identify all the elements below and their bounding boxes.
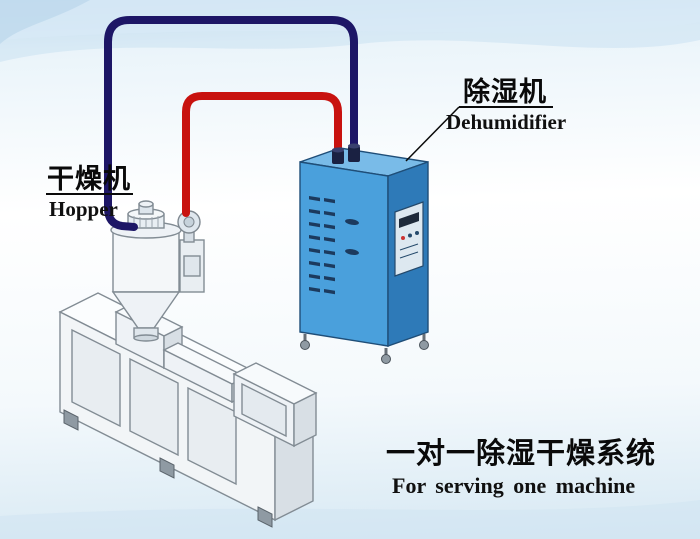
machine-door-panel-2 xyxy=(129,357,179,457)
corner-streak xyxy=(0,0,90,44)
hopper-body xyxy=(112,231,180,293)
red-hose-connector-top xyxy=(332,147,344,153)
control-display xyxy=(399,212,419,228)
control-button-2 xyxy=(415,231,419,235)
blower-fan-hub xyxy=(183,216,195,228)
blue-hose-connector xyxy=(348,146,360,162)
hopper-heater-panel xyxy=(183,255,201,277)
control-panel xyxy=(394,201,424,277)
dehumidifier-label-group: 除湿机 Dehumidifier xyxy=(405,76,566,162)
dehumidifier-unit xyxy=(299,143,429,364)
caster-wheel-2 xyxy=(381,354,391,364)
machine-door-panel-1 xyxy=(71,328,121,428)
control-line-2 xyxy=(399,251,419,259)
dehumidifier-label-en: Dehumidifier xyxy=(446,110,566,134)
machine-foot-1 xyxy=(63,409,79,431)
hopper-label-zh: 干燥机 xyxy=(47,164,131,194)
control-button-1 xyxy=(408,233,412,238)
machine-foot-2 xyxy=(159,457,175,479)
head-box-side xyxy=(293,391,317,448)
blue-hose-connector-top xyxy=(348,143,360,149)
dehumidifier-label-zh: 除湿机 xyxy=(463,76,547,107)
caption-zh: 一对一除湿干燥系统 xyxy=(386,436,656,470)
casters xyxy=(300,334,429,364)
dehumidifier-pointer-line xyxy=(405,106,460,162)
hopper-dryer xyxy=(110,200,205,342)
caster-wheel-1 xyxy=(300,340,310,350)
caption-group: 一对一除湿干燥系统 For serving one machine xyxy=(386,436,656,498)
caption-en: For serving one machine xyxy=(392,473,635,498)
blue-hose xyxy=(104,16,358,231)
extruder-machine xyxy=(58,292,318,528)
caster-stem-1 xyxy=(303,334,307,341)
red-hose-connector xyxy=(332,150,344,164)
hopper-top-cap-ring xyxy=(138,200,154,208)
top-wave-light xyxy=(0,0,700,40)
hose-connectors xyxy=(332,143,360,164)
cabinet-front xyxy=(299,161,389,347)
red-hose xyxy=(182,92,342,217)
hopper-lid-ribs xyxy=(133,216,159,228)
control-button-red xyxy=(401,236,405,240)
hopper-outlet-ring xyxy=(133,334,159,342)
oval-vent-2 xyxy=(345,249,359,255)
caster-stem-2 xyxy=(384,348,388,355)
hopper-label-group: 干燥机 Hopper xyxy=(46,164,133,221)
machine-door-panel-3 xyxy=(187,386,237,486)
caster-stem-3 xyxy=(422,334,426,341)
air-hoses xyxy=(104,16,358,231)
head-box-panel xyxy=(241,382,287,438)
control-line-1 xyxy=(399,243,419,251)
bottom-wave xyxy=(0,500,700,539)
hopper-label-en: Hopper xyxy=(49,197,118,221)
caster-wheel-3 xyxy=(419,340,429,350)
machine-foot-3 xyxy=(257,506,273,528)
oval-vent-1 xyxy=(345,219,359,225)
